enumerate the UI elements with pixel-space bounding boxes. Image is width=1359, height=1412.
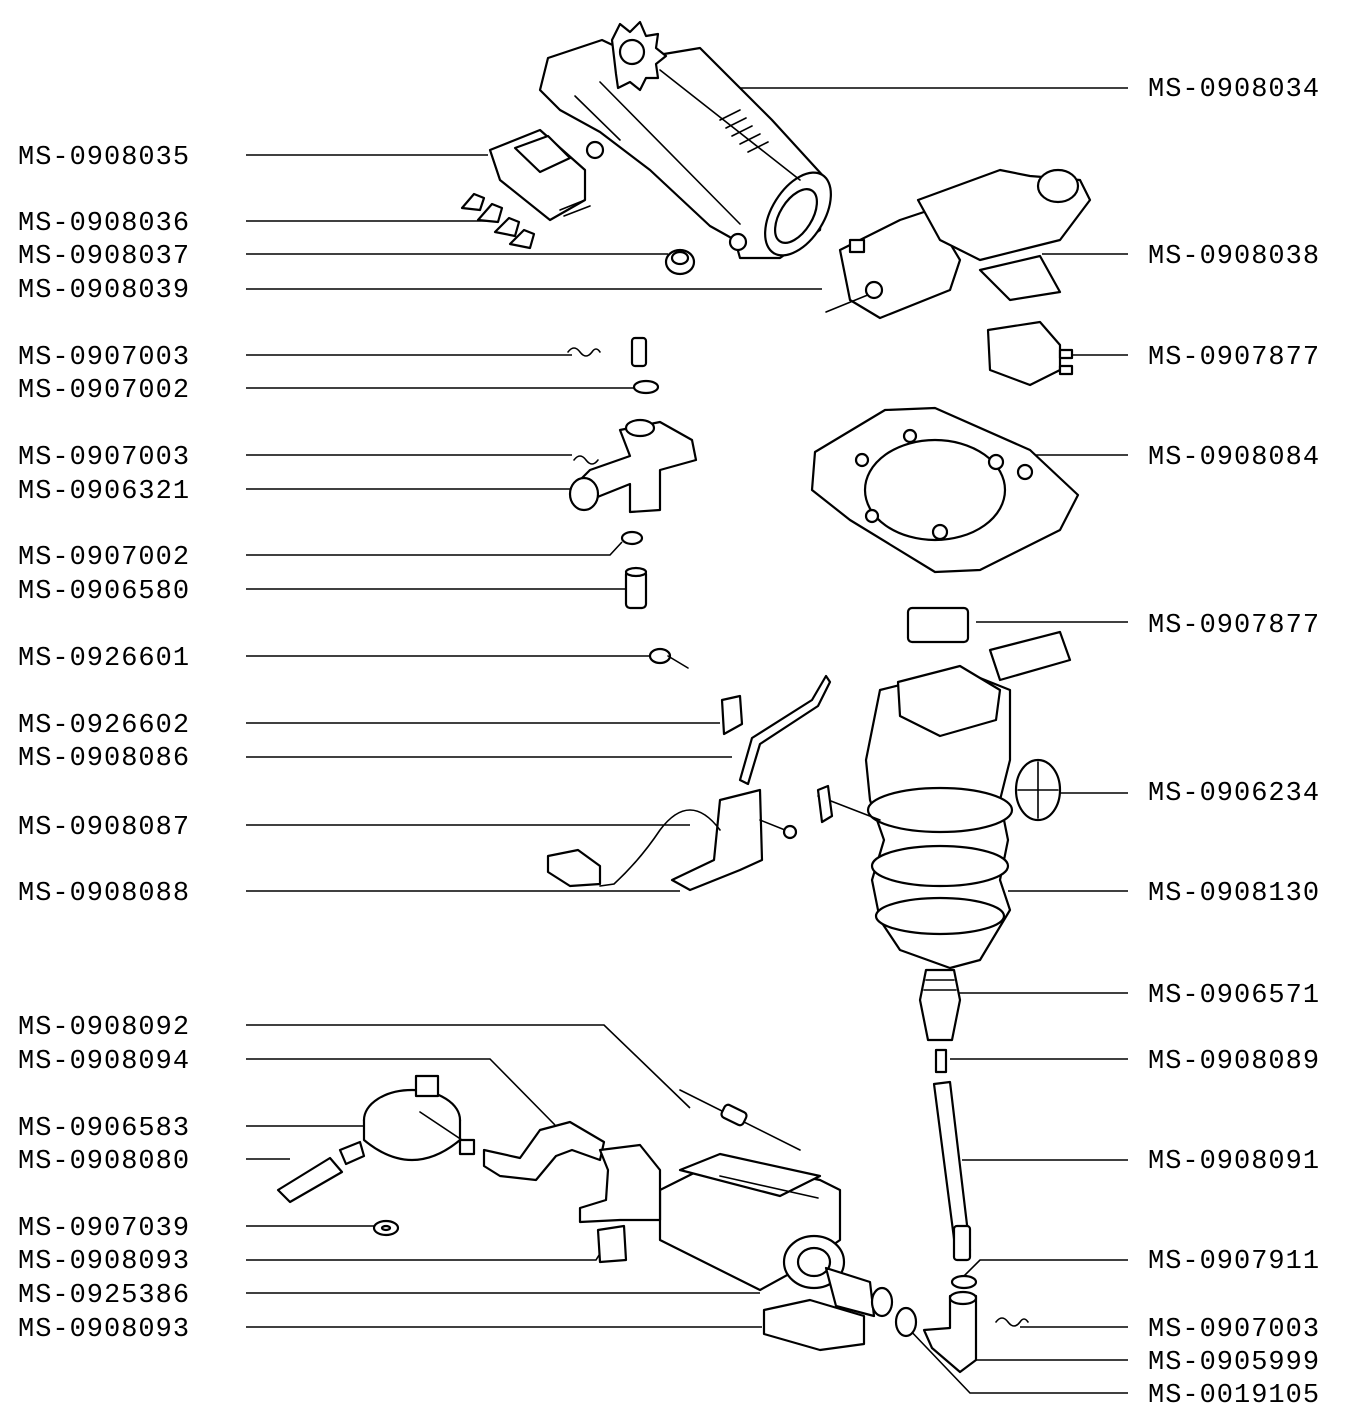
connector xyxy=(546,848,602,888)
filter xyxy=(276,1156,344,1204)
part-label[interactable]: MS-0907003 xyxy=(18,343,190,373)
part-label[interactable]: MS-0908094 xyxy=(18,1047,190,1077)
part-label[interactable]: MS-0908080 xyxy=(18,1147,190,1177)
motor-gearbox xyxy=(538,20,832,260)
wire-clip xyxy=(995,1317,1029,1327)
o-ring-small xyxy=(950,1274,978,1290)
part-label[interactable]: MS-0908038 xyxy=(1148,242,1320,272)
pump xyxy=(658,1152,846,1292)
screw-small xyxy=(648,647,689,669)
wire-tube xyxy=(738,674,832,786)
microswitch xyxy=(986,320,1074,387)
part-label[interactable]: MS-0906321 xyxy=(18,477,190,507)
terminal-clips xyxy=(460,192,536,250)
part-label[interactable]: MS-0907877 xyxy=(1148,343,1320,373)
leader-lines xyxy=(246,87,1128,1394)
o-ring xyxy=(620,530,644,546)
part-label[interactable]: MS-0906234 xyxy=(1148,779,1320,809)
o-ring xyxy=(630,336,660,395)
hose-curved xyxy=(482,1120,606,1182)
part-label[interactable]: MS-0907911 xyxy=(1148,1247,1320,1277)
part-label[interactable]: MS-0906583 xyxy=(18,1114,190,1144)
flow-meter xyxy=(338,1074,476,1166)
left-labels: MS-0908035 MS-0908036 MS-0908037 MS-0908… xyxy=(18,143,190,1345)
part-label[interactable]: MS-0907039 xyxy=(18,1214,190,1244)
part-label[interactable]: MS-0908092 xyxy=(18,1013,190,1043)
part-label[interactable]: MS-0906580 xyxy=(18,577,190,607)
pump-holder xyxy=(762,1298,866,1352)
elbow xyxy=(922,1290,978,1374)
knob xyxy=(664,248,696,276)
part-label[interactable]: MS-0926602 xyxy=(18,711,190,741)
switch-actuator xyxy=(825,168,1092,320)
part-label[interactable]: MS-0926601 xyxy=(18,644,190,674)
wire-fuse xyxy=(679,1089,801,1151)
grommet xyxy=(372,1219,400,1237)
part-label[interactable]: MS-0908130 xyxy=(1148,879,1320,909)
part-label[interactable]: MS-0019105 xyxy=(1148,1381,1320,1411)
base-plate xyxy=(810,406,1080,574)
part-label[interactable]: MS-0925386 xyxy=(18,1281,190,1311)
hose xyxy=(932,1080,972,1262)
part-label[interactable]: MS-0908084 xyxy=(1148,443,1320,473)
part-label[interactable]: MS-0908088 xyxy=(18,879,190,909)
clip xyxy=(720,694,744,736)
part-label[interactable]: MS-0908039 xyxy=(18,276,190,306)
part-label[interactable]: MS-0907877 xyxy=(1148,611,1320,641)
knob-wheel xyxy=(1014,758,1062,822)
part-label[interactable]: MS-0908086 xyxy=(18,744,190,774)
boiler-fitting xyxy=(918,968,962,1042)
nozzle xyxy=(624,566,648,610)
part-label[interactable]: MS-0908035 xyxy=(18,143,190,173)
sensor-bracket xyxy=(599,788,798,892)
part-label[interactable]: MS-0907003 xyxy=(1148,1315,1320,1345)
part-label[interactable]: MS-0908037 xyxy=(18,242,190,272)
pump-outlet xyxy=(824,1266,894,1318)
part-label[interactable]: MS-0906571 xyxy=(1148,981,1320,1011)
part-label[interactable]: MS-0908089 xyxy=(1148,1047,1320,1077)
part-label[interactable]: MS-0907002 xyxy=(18,376,190,406)
valve xyxy=(568,418,698,514)
part-label[interactable]: MS-0908087 xyxy=(18,813,190,843)
part-label[interactable]: MS-0907002 xyxy=(18,543,190,573)
boiler xyxy=(816,606,1072,970)
pump-bracket xyxy=(578,1143,662,1264)
part-label[interactable]: MS-0908093 xyxy=(18,1247,190,1277)
part-label[interactable]: MS-0905999 xyxy=(1148,1348,1320,1378)
o-ring-large xyxy=(894,1306,918,1338)
part-label[interactable]: MS-0908034 xyxy=(1148,75,1320,105)
right-labels: MS-0908034 MS-0908038 MS-0907877 MS-0908… xyxy=(1148,75,1320,1411)
terminal-block xyxy=(488,128,591,222)
part-label[interactable]: MS-0907003 xyxy=(18,443,190,473)
part-label[interactable]: MS-0908093 xyxy=(18,1315,190,1345)
pin xyxy=(934,1048,948,1074)
part-label[interactable]: MS-0908036 xyxy=(18,209,190,239)
part-label[interactable]: MS-0908091 xyxy=(1148,1147,1320,1177)
screw xyxy=(567,347,601,465)
